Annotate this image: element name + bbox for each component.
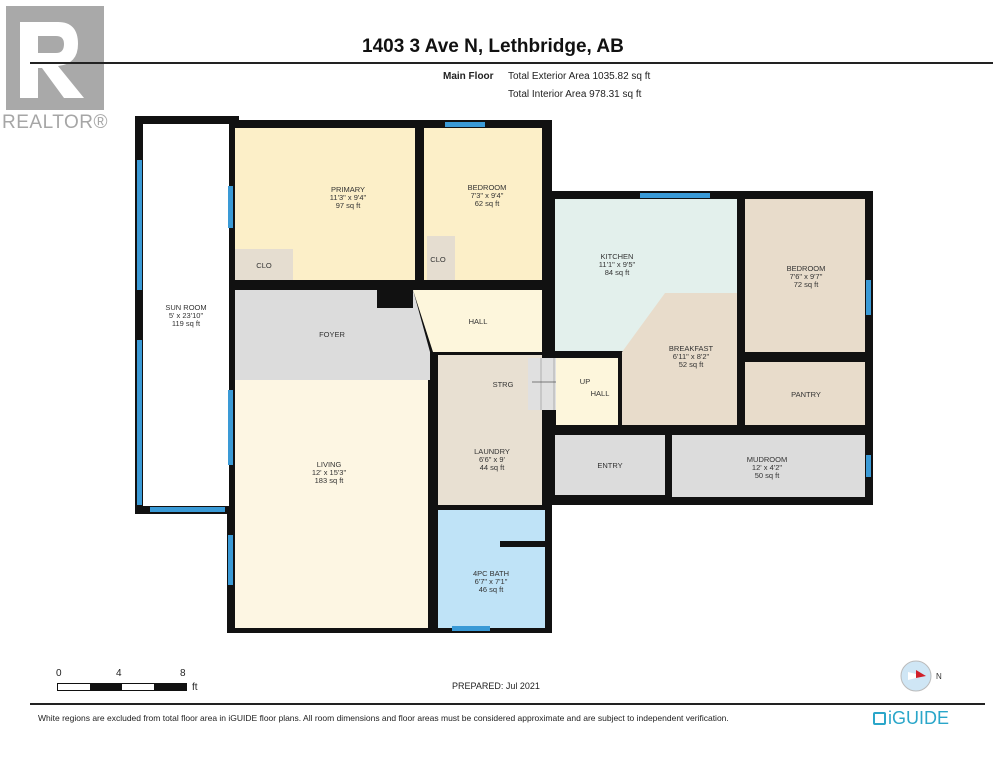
scale-unit: ft <box>192 682 198 693</box>
dims-bath: 6'7" x 7'1" <box>475 577 508 586</box>
scale-bar: 0 4 8 ft <box>50 668 220 698</box>
room-strg <box>485 358 519 410</box>
area-primary: 97 sq ft <box>336 201 362 210</box>
label-laundry: LAUNDRY <box>474 447 510 456</box>
disclaimer: White regions are excluded from total fl… <box>38 713 729 723</box>
label-foyer: FOYER <box>319 330 345 339</box>
dims-bedroom1: 7'3" x 9'4" <box>471 191 504 200</box>
area-laundry: 44 sq ft <box>480 463 506 472</box>
label-clo1: CLO <box>256 261 272 270</box>
dims-primary: 11'3" x 9'4" <box>330 193 367 202</box>
realtor-logo <box>6 6 104 110</box>
area-breakfast: 52 sq ft <box>679 360 705 369</box>
label-hall: HALL <box>469 317 488 326</box>
room-hall <box>413 290 542 352</box>
area-bedroom2: 72 sq ft <box>794 280 820 289</box>
room-breakfast <box>622 293 737 425</box>
room-entry <box>555 435 665 495</box>
prepared-date: PREPARED: Jul 2021 <box>452 681 540 691</box>
iguide-icon <box>873 712 886 725</box>
room-up-hall <box>556 358 618 425</box>
compass-label: N <box>936 672 942 681</box>
page-title: 1403 3 Ave N, Lethbridge, AB <box>362 36 624 57</box>
interior-area: Total Interior Area 978.31 sq ft <box>508 89 642 100</box>
area-living: 183 sq ft <box>315 476 345 485</box>
label-breakfast: BREAKFAST <box>669 344 714 353</box>
area-bath: 46 sq ft <box>479 585 505 594</box>
dims-kitchen: 11'1" x 9'5" <box>599 260 636 269</box>
room-foyer <box>235 290 430 380</box>
label-strg: STRG <box>493 380 514 389</box>
area-kitchen: 84 sq ft <box>605 268 631 277</box>
label-primary: PRIMARY <box>331 185 365 194</box>
area-bedroom1: 62 sq ft <box>475 199 501 208</box>
dims-bedroom2: 7'6" x 9'7" <box>790 272 823 281</box>
room-clo2 <box>427 236 455 280</box>
label-kitchen: KITCHEN <box>601 252 634 261</box>
compass-icon: N <box>898 658 948 698</box>
iguide-brand: iGUIDE <box>888 708 950 728</box>
iguide-logo: iGUIDE <box>873 708 949 729</box>
windows <box>137 122 871 631</box>
label-living: LIVING <box>317 460 342 469</box>
label-clo2: CLO <box>430 255 446 264</box>
divider <box>30 62 993 64</box>
label-bath: 4PC BATH <box>473 569 509 578</box>
dims-mudroom: 12' x 4'2" <box>752 463 782 472</box>
room-bedroom2 <box>745 199 865 352</box>
label-pantry: PANTRY <box>791 390 821 399</box>
label-bedroom2: BEDROOM <box>787 264 826 273</box>
floor-name: Main Floor <box>443 71 494 82</box>
divider <box>30 703 985 705</box>
room-bath <box>438 510 545 628</box>
exterior-area: Total Exterior Area 1035.82 sq ft <box>508 71 651 82</box>
scale-tick-0: 0 <box>56 668 62 679</box>
area-sunroom: 119 sq ft <box>172 319 201 328</box>
scale-tick-4: 4 <box>116 668 122 679</box>
label-up: UP <box>580 377 590 386</box>
label-sunroom: SUN ROOM <box>165 303 206 312</box>
room-pantry <box>745 362 865 425</box>
label-entry: ENTRY <box>597 461 622 470</box>
dims-sunroom: 5' x 23'10" <box>169 311 204 320</box>
dims-living: 12' x 15'3" <box>312 468 347 477</box>
room-labels: SUN ROOM 5' x 23'10" 119 sq ft PRIMARY 1… <box>165 183 825 594</box>
dims-laundry: 6'6" x 9' <box>479 455 506 464</box>
room-clo1 <box>235 249 293 280</box>
room-mudroom <box>672 435 865 497</box>
label-bedroom1: BEDROOM <box>468 183 507 192</box>
label-mudroom: MUDROOM <box>747 455 787 464</box>
scale-tick-8: 8 <box>180 668 186 679</box>
realtor-logo-text: REALTOR® <box>2 112 108 133</box>
area-mudroom: 50 sq ft <box>755 471 781 480</box>
room-living <box>235 380 428 628</box>
label-up-hall: HALL <box>591 389 610 398</box>
dims-breakfast: 6'11" x 8'2" <box>673 352 710 361</box>
room-sunroom <box>143 124 229 506</box>
